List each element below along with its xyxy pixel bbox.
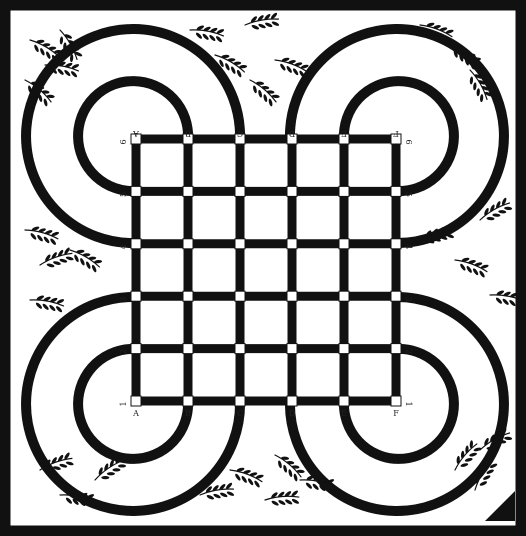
label-right: 2 (404, 349, 413, 354)
label-right: 4 (404, 244, 413, 249)
label-left: 1 (119, 401, 128, 406)
board-point[interactable] (235, 186, 245, 196)
board-point[interactable] (235, 396, 245, 406)
label-left: 6 (119, 139, 128, 144)
board-point[interactable] (131, 396, 141, 406)
leaf-sprig-icon (23, 223, 60, 247)
label-left: 4 (119, 244, 128, 249)
label-right: 3 (404, 297, 413, 302)
board-point[interactable] (183, 239, 193, 249)
board-point[interactable] (339, 396, 349, 406)
label-bottom: A (132, 409, 139, 418)
board-point[interactable] (131, 291, 141, 301)
label-bottom: F (393, 409, 399, 418)
board-point[interactable] (339, 344, 349, 354)
board-point[interactable] (183, 396, 193, 406)
board-point[interactable] (235, 291, 245, 301)
leaf-sprig-icon (37, 246, 75, 272)
label-bottom: C (237, 409, 243, 418)
board-point[interactable] (391, 344, 401, 354)
label-left: 2 (119, 349, 128, 354)
label-top: D (289, 129, 295, 138)
board-point[interactable] (287, 396, 297, 406)
board-point[interactable] (235, 239, 245, 249)
board-point[interactable] (183, 186, 193, 196)
label-bottom: B (185, 409, 191, 418)
board-point[interactable] (287, 344, 297, 354)
label-top: E (341, 129, 347, 138)
label-right: 5 (404, 192, 413, 197)
leaf-sprig-icon (452, 253, 490, 279)
label-right: 6 (404, 139, 413, 144)
label-left: 3 (119, 297, 128, 302)
leaf-sprig-icon (272, 53, 310, 79)
corner-mark-icon (485, 491, 515, 521)
board-point[interactable] (131, 239, 141, 249)
board-point[interactable] (339, 239, 349, 249)
board-point[interactable] (339, 291, 349, 301)
board-point[interactable] (391, 186, 401, 196)
board-point[interactable] (287, 239, 297, 249)
leaf-sprig-icon (245, 74, 281, 108)
leaf-sprig-icon (264, 489, 300, 507)
board-point[interactable] (183, 344, 193, 354)
leaf-sprig-icon (227, 463, 265, 489)
board-point[interactable] (339, 186, 349, 196)
board-point[interactable] (391, 396, 401, 406)
board-point[interactable] (131, 344, 141, 354)
grid-points (131, 134, 401, 406)
board-point[interactable] (287, 186, 297, 196)
label-top: A (133, 129, 140, 138)
label-top: C (237, 129, 243, 138)
board-point[interactable] (183, 291, 193, 301)
label-bottom: D (289, 409, 295, 418)
circuit-loops (26, 29, 504, 511)
leaf-sprig-icon (189, 23, 226, 44)
board-point[interactable] (391, 291, 401, 301)
label-bottom: E (341, 409, 347, 418)
grid-lines (136, 139, 396, 401)
leaf-sprig-icon (244, 12, 281, 33)
board-point[interactable] (287, 291, 297, 301)
label-top: B (185, 129, 191, 138)
label-top: F (393, 129, 399, 138)
board-point[interactable] (235, 344, 245, 354)
leaf-sprig-icon (29, 293, 66, 314)
label-right: 1 (404, 401, 413, 406)
board-point[interactable] (391, 239, 401, 249)
board-point[interactable] (131, 186, 141, 196)
label-left: 5 (119, 192, 128, 197)
